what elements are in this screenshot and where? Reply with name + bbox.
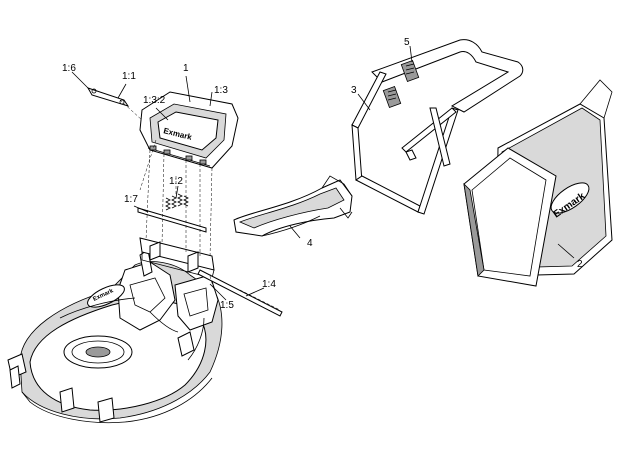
- callout-1-6: 1:6: [62, 63, 76, 74]
- callout-1-5: 1:5: [220, 300, 234, 311]
- callout-1-3: 1:3: [214, 85, 228, 96]
- callout-1-3-2: 1:3:2: [143, 95, 166, 106]
- callout-1: 1: [183, 63, 189, 74]
- callout-2: 2: [577, 259, 583, 270]
- rear-door-assembly: Exmark: [86, 87, 283, 317]
- callout-1-7: 1:7: [124, 194, 138, 205]
- leader-lines: [71, 45, 575, 301]
- callout-1-2: 1:2: [169, 176, 183, 187]
- deck-logo-badge: Exmark: [87, 284, 125, 308]
- spring-part: [165, 193, 189, 211]
- grass-bag: Exmark: [463, 79, 613, 287]
- discharge-deflector: [233, 175, 353, 237]
- mower-deck: Exmark: [7, 249, 223, 424]
- callout-1-1: 1:1: [122, 71, 136, 82]
- bag-frame: [351, 39, 524, 215]
- callout-3: 3: [351, 85, 357, 96]
- callout-1-4: 1:4: [262, 279, 276, 290]
- callout-labels: 1:6 1:1 1 1:3 1:3:2 1:2 1:7 1:4 1:5 4 2 …: [62, 37, 583, 311]
- callout-4: 4: [307, 238, 313, 249]
- callout-5: 5: [404, 37, 410, 48]
